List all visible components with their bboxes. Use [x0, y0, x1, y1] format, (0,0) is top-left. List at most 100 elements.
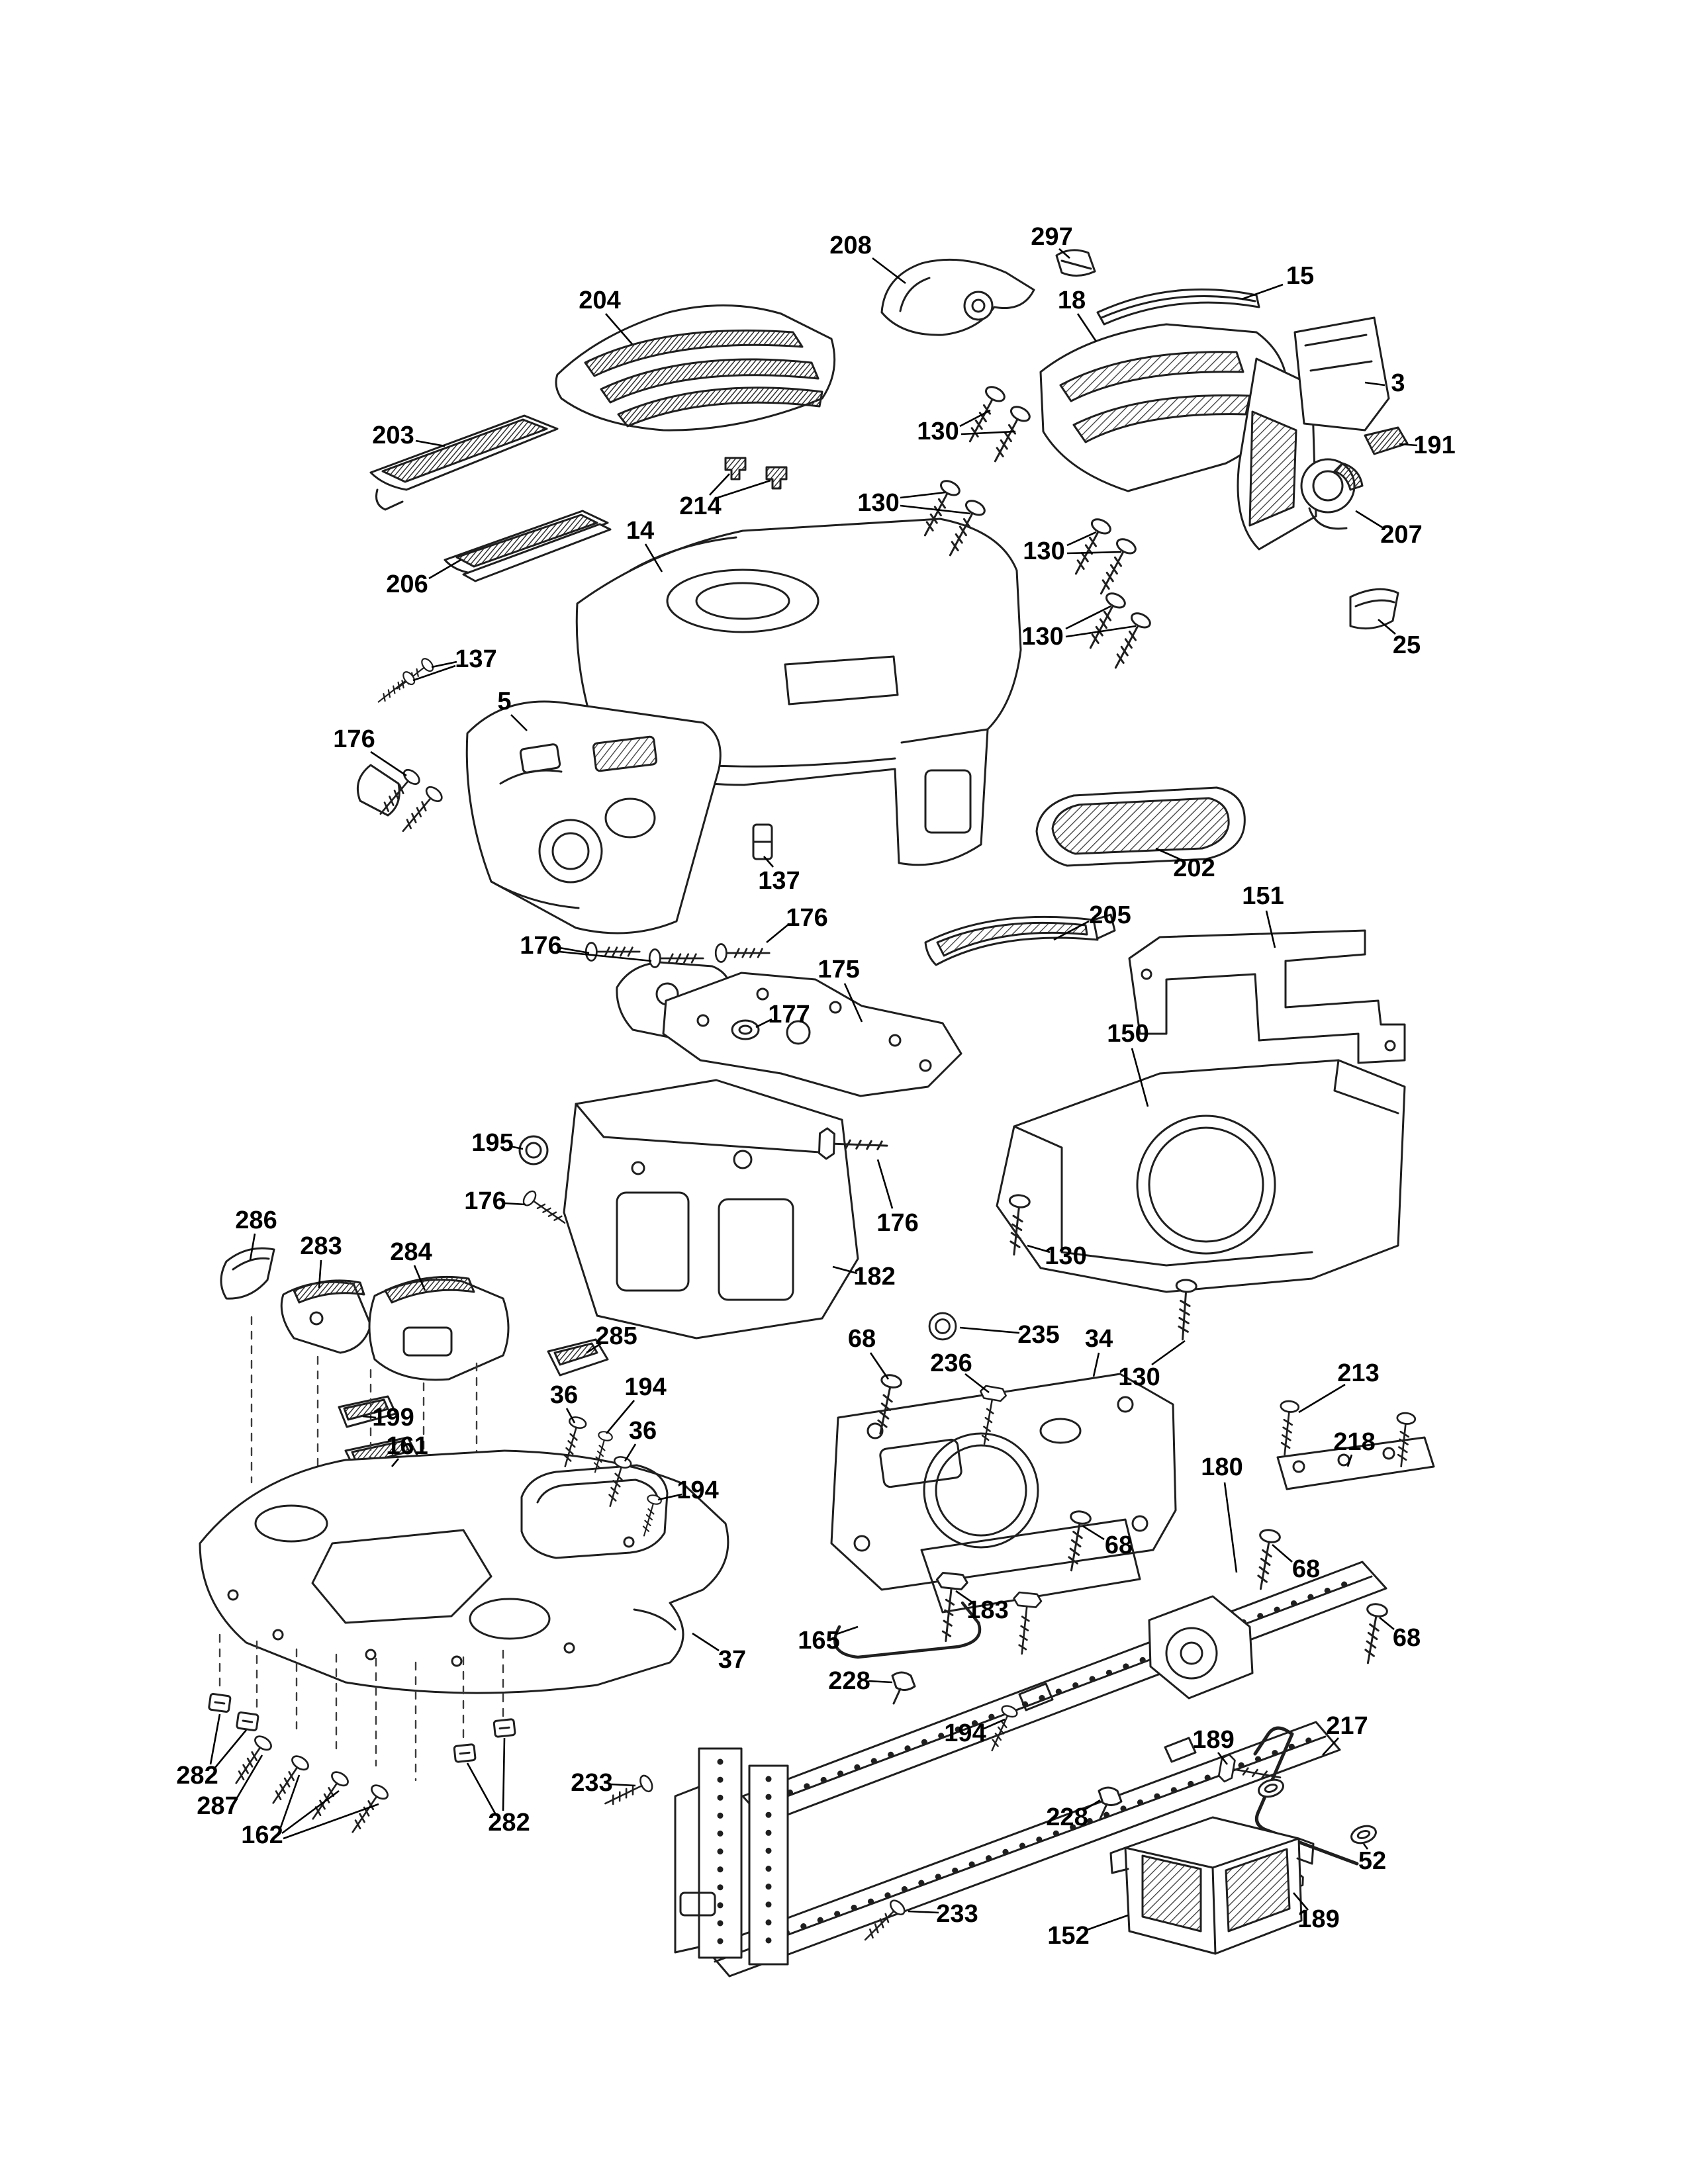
- leader-line-130: [959, 409, 991, 428]
- part-fender-support: [520, 1464, 669, 1559]
- screw-icon: [1080, 589, 1129, 654]
- screw-icon: [265, 1752, 312, 1809]
- leader-line-189: [1217, 1752, 1229, 1765]
- part-label-176: 176: [520, 932, 561, 960]
- clipnut-icon: [453, 1743, 477, 1763]
- part-204-hood-top: [555, 304, 836, 432]
- leader-line-137: [431, 660, 457, 668]
- part-label-233: 233: [936, 1900, 978, 1928]
- leader-line-285: [586, 1342, 602, 1354]
- leader-line-176: [504, 1202, 526, 1206]
- leader-line-176: [559, 946, 590, 954]
- bolt-icon: [1007, 1590, 1043, 1657]
- leader-line-195: [509, 1145, 524, 1150]
- part-label-285: 285: [595, 1322, 637, 1350]
- leader-line-162: [281, 1790, 340, 1835]
- part-label-68: 68: [1292, 1555, 1320, 1583]
- part-label-130: 130: [1045, 1242, 1086, 1270]
- part-label-130: 130: [1118, 1363, 1160, 1391]
- part-label-194: 194: [944, 1719, 986, 1747]
- part-label-177: 177: [768, 1001, 810, 1028]
- leader-line-18: [1076, 313, 1098, 342]
- part-150-floor-pan: [996, 1059, 1406, 1293]
- part-218-bracket-plate: [1276, 1436, 1435, 1490]
- leader-line-194: [657, 1493, 682, 1501]
- part-label-130: 130: [917, 418, 959, 445]
- part-label-282: 282: [176, 1762, 218, 1790]
- part-label-233: 233: [571, 1769, 612, 1797]
- screw-icon: [1274, 1399, 1300, 1457]
- part-label-175: 175: [818, 956, 859, 983]
- leader-line-161: [391, 1458, 399, 1467]
- leader-line-25: [1378, 619, 1396, 635]
- part-177-nut: [731, 1019, 760, 1040]
- screw-icon: [373, 669, 418, 709]
- part-label-18: 18: [1058, 287, 1086, 314]
- leader-line-203: [415, 439, 445, 447]
- part-label-203: 203: [372, 422, 414, 449]
- leader-line-236: [964, 1373, 990, 1394]
- part-label-217: 217: [1326, 1712, 1368, 1740]
- leader-line-137: [763, 856, 774, 868]
- part-label-182: 182: [853, 1263, 895, 1291]
- part-137-clip-right: [752, 823, 773, 860]
- leader-line-286: [249, 1233, 256, 1261]
- leader-line-15: [1241, 283, 1284, 300]
- part-label-130: 130: [1021, 623, 1063, 651]
- leader-line-68: [1272, 1544, 1293, 1563]
- alignment-dashes-lower: [218, 1633, 504, 1782]
- leader-line-130: [961, 430, 1016, 435]
- part-165-wire-link: [833, 1601, 982, 1659]
- leader-line-36: [624, 1443, 637, 1462]
- leader-line-282: [466, 1762, 496, 1814]
- clipnut-icon: [207, 1692, 232, 1713]
- leader-line-214: [717, 479, 771, 499]
- part-label-199: 199: [372, 1404, 414, 1432]
- part-label-228: 228: [1046, 1803, 1088, 1831]
- part-label-68: 68: [1105, 1531, 1133, 1559]
- leader-line-68: [869, 1352, 890, 1380]
- part-label-194: 194: [624, 1373, 666, 1401]
- leader-line-206: [428, 559, 461, 580]
- leader-line-194: [606, 1400, 635, 1434]
- part-203-vent-grille: [369, 414, 559, 511]
- part-206-vent-grille: [444, 510, 612, 582]
- leader-line-130: [1066, 551, 1122, 555]
- leader-line-176: [370, 751, 407, 777]
- leader-line-191: [1399, 443, 1418, 447]
- leader-line-176: [766, 923, 790, 944]
- part-202-grille-insert: [1035, 786, 1246, 867]
- leader-line-202: [1155, 847, 1180, 860]
- washer-icon: [1255, 1776, 1287, 1801]
- part-label-282: 282: [488, 1809, 530, 1837]
- part-label-161: 161: [386, 1432, 428, 1460]
- leader-line-228: [1082, 1799, 1101, 1812]
- leader-line-183: [955, 1590, 974, 1604]
- part-297-clip: [1055, 249, 1096, 277]
- leader-line-199: [362, 1415, 377, 1419]
- clipnut-icon: [492, 1717, 516, 1738]
- leader-line-214: [709, 473, 730, 496]
- leader-line-165: [834, 1625, 859, 1636]
- part-label-15: 15: [1286, 262, 1314, 290]
- leader-line-130: [1066, 531, 1097, 547]
- part-label-68: 68: [848, 1325, 876, 1353]
- part-label-137: 137: [758, 867, 800, 895]
- part-label-176: 176: [786, 904, 827, 932]
- part-283-bracket: [280, 1279, 372, 1354]
- screw-icon: [1091, 535, 1139, 600]
- part-label-36: 36: [629, 1417, 657, 1445]
- part-18-grille-panel: [1039, 323, 1317, 551]
- part-label-208: 208: [829, 232, 871, 259]
- leader-line-175: [843, 983, 863, 1023]
- leader-line-189: [1293, 1892, 1309, 1911]
- part-3-side-panel: [1293, 316, 1390, 432]
- part-label-236: 236: [930, 1349, 972, 1377]
- part-label-284: 284: [390, 1238, 432, 1266]
- part-label-3: 3: [1391, 369, 1405, 397]
- part-151-support-bracket: [1128, 929, 1406, 1064]
- leader-line-130: [1151, 1340, 1186, 1366]
- part-176-bracket-left: [356, 764, 400, 817]
- part-label-68: 68: [1393, 1624, 1421, 1652]
- screw-icon: [344, 1782, 391, 1839]
